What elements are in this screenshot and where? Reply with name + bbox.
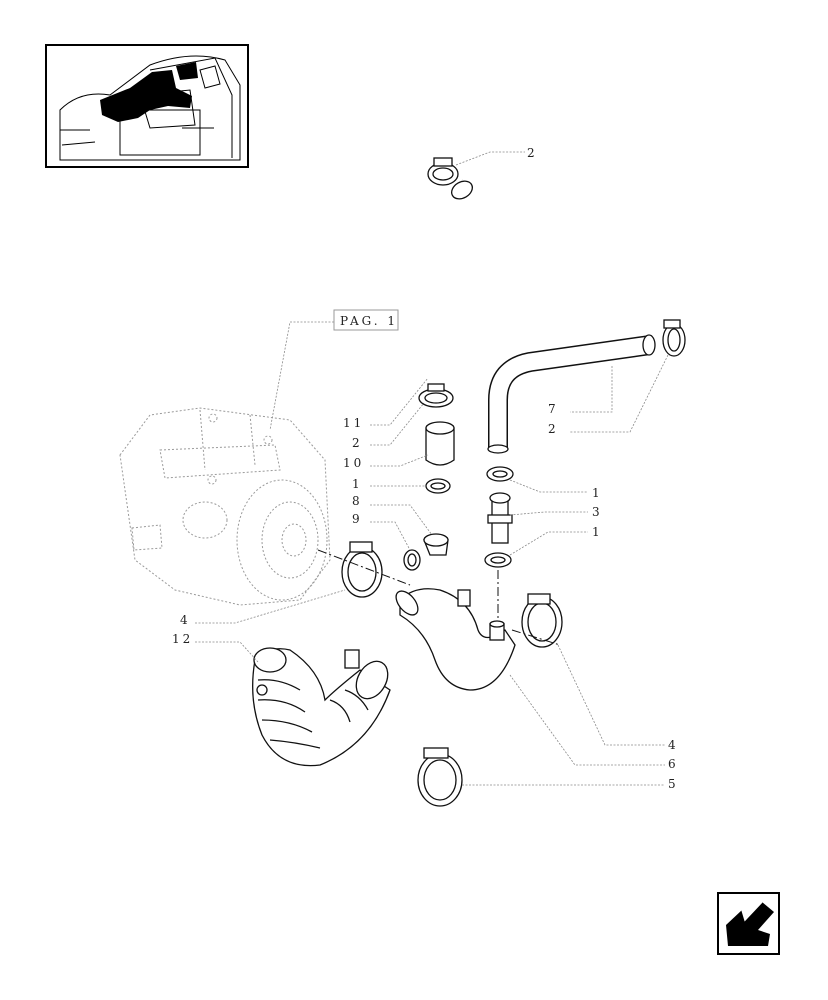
leader-9 (370, 521, 411, 551)
callout-1-right-upper: 1 (592, 486, 603, 500)
previous-page-arrow-icon[interactable] (717, 892, 780, 955)
engine-location-thumbnail[interactable] (45, 44, 249, 168)
callout-7: 7 (548, 402, 559, 416)
callout-9: 9 (352, 512, 363, 526)
leader-4-right (557, 644, 665, 746)
leader-1-right-lower (509, 531, 588, 556)
callout-3: 3 (592, 505, 603, 519)
callout-5: 5 (668, 777, 679, 791)
hose-clamp-top[interactable] (427, 157, 459, 186)
page-reference-tag[interactable]: PAG. 1 (333, 309, 399, 331)
assembly-axis-right (511, 629, 561, 646)
small-clamp-right-upper[interactable] (486, 466, 514, 482)
leader-7 (570, 366, 613, 413)
hose-sleeve[interactable] (425, 421, 455, 466)
upper-hose[interactable] (419, 172, 584, 383)
small-clamp-left[interactable] (425, 478, 451, 494)
leader-2-top (455, 151, 525, 166)
leader-3 (509, 511, 588, 516)
callout-2-top: 2 (527, 146, 538, 160)
page-reference-label: PAG. 1 (340, 314, 398, 328)
callout-11: 11 (343, 416, 364, 430)
leader-2-right (570, 354, 669, 433)
leader-page-reference (269, 321, 334, 431)
callout-2-left: 2 (352, 436, 363, 450)
intake-elbow[interactable] (392, 587, 516, 691)
callout-4-right: 4 (668, 738, 679, 752)
leader-10 (370, 454, 429, 467)
leader-12 (195, 641, 259, 663)
pipe-connector[interactable] (487, 492, 513, 544)
callout-12: 12 (172, 632, 193, 646)
reducer-fitting[interactable] (423, 533, 449, 556)
callout-4-left: 4 (180, 613, 191, 627)
large-clamp-right[interactable] (521, 593, 563, 648)
callout-8: 8 (352, 494, 363, 508)
large-clamp-bottom[interactable] (417, 747, 463, 807)
hose-clamp-right[interactable] (662, 319, 686, 357)
corrugated-intake-duct[interactable] (252, 647, 394, 767)
small-clamp-nine[interactable] (403, 549, 421, 571)
hose-clamp-left[interactable] (418, 383, 454, 408)
callout-6: 6 (668, 757, 679, 771)
ghost-engine-block (119, 407, 331, 606)
leader-11 (370, 377, 429, 426)
leader-2-left (370, 402, 425, 446)
right-elbow-hose[interactable] (487, 334, 656, 454)
large-clamp-left[interactable] (341, 541, 383, 598)
small-clamp-right-lower[interactable] (484, 552, 512, 568)
leader-8 (370, 504, 433, 536)
callout-10: 10 (343, 456, 364, 470)
leader-6 (509, 674, 665, 766)
leader-4-left (195, 589, 346, 624)
callout-1-right-lower: 1 (592, 525, 603, 539)
callout-2-right: 2 (548, 422, 559, 436)
leader-1-right-upper (509, 479, 588, 493)
callout-1-left: 1 (352, 477, 363, 491)
